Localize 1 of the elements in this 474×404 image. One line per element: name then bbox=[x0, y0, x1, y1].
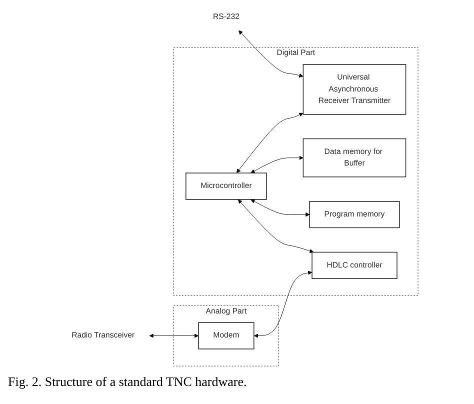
figure-caption: Fig. 2. Structure of a standard TNC hardware. bbox=[7, 373, 248, 391]
